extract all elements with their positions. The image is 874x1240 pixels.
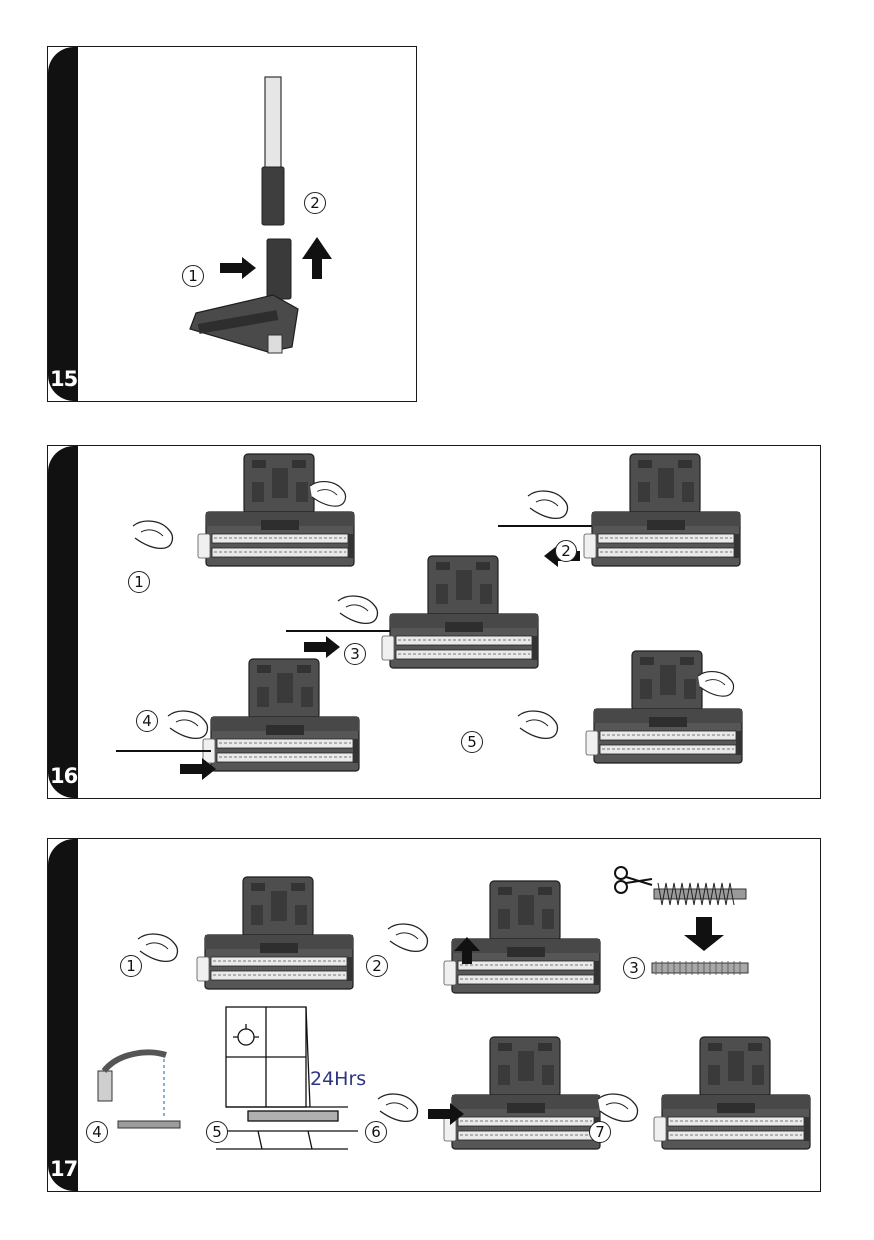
step-5-marker: 5 — [461, 731, 483, 753]
step-2-marker: 2 — [366, 955, 388, 977]
panel-16: 16 1 2 3 4 5 — [47, 445, 821, 799]
panel-number: 16 — [50, 764, 78, 788]
step-2-marker: 2 — [304, 192, 326, 214]
step-4-marker: 4 — [86, 1121, 108, 1143]
brush-roll-removal-illustration — [116, 453, 743, 780]
tap-icon — [97, 1049, 181, 1129]
step-3-marker: 3 — [344, 643, 366, 665]
step-2-marker: 2 — [555, 540, 577, 562]
panel-17: 17 — [47, 838, 821, 1192]
panel-number: 17 — [50, 1157, 78, 1181]
step-4-marker: 4 — [136, 710, 158, 732]
stick-vacuum-illustration — [189, 76, 332, 354]
panel-tab: 15 — [48, 47, 78, 401]
windowsill-drying-icon — [216, 1006, 358, 1150]
drying-time-label: 24Hrs — [310, 1068, 367, 1090]
panel-number: 15 — [50, 367, 78, 391]
step-1-marker: 1 — [182, 265, 204, 287]
step-7-marker: 7 — [589, 1121, 611, 1143]
step-1-marker: 1 — [128, 571, 150, 593]
scissors-icon — [614, 866, 653, 894]
brush-cleaning-illustration — [97, 866, 811, 1150]
step-1-marker: 1 — [120, 955, 142, 977]
step-6-marker: 6 — [365, 1121, 387, 1143]
panel-tab: 17 — [48, 839, 78, 1191]
step-3-marker: 3 — [623, 957, 645, 979]
panel-15: 15 1 2 — [47, 46, 417, 402]
panel-tab: 16 — [48, 446, 78, 798]
step-5-marker: 5 — [206, 1121, 228, 1143]
